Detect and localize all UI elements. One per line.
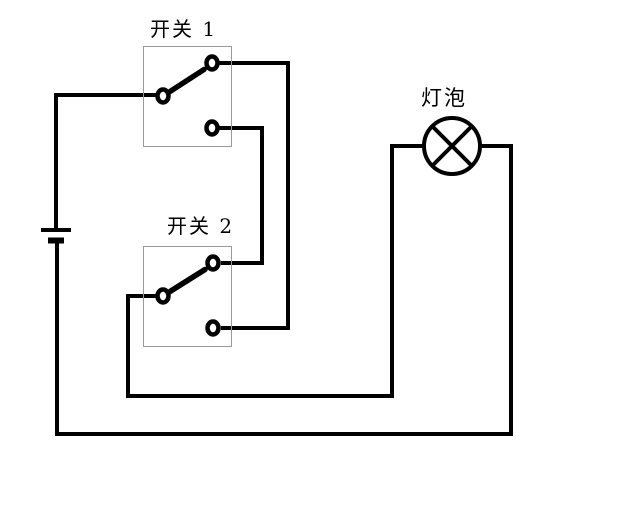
wire-switch1-lower-to-switch2-upper bbox=[219, 126, 264, 265]
switch-1-upper-terminal bbox=[204, 54, 220, 72]
battery-icon bbox=[41, 228, 71, 244]
bulb-label: 灯泡 bbox=[421, 86, 467, 110]
wire-bulb-right-to-battery-negative bbox=[55, 144, 513, 436]
switch-2-upper-terminal bbox=[205, 254, 221, 272]
switch-2-lever bbox=[167, 266, 208, 295]
bulb-cross-line-2 bbox=[430, 124, 474, 168]
switch-1-label: 开关 1 bbox=[150, 17, 217, 41]
switch-1-lever bbox=[167, 66, 207, 95]
switch-1-box bbox=[143, 46, 232, 147]
wire-switch2-common-to-bulb-left bbox=[126, 144, 424, 398]
switch-1-lower-terminal bbox=[204, 119, 220, 137]
bulb: 灯泡 bbox=[421, 86, 482, 176]
switch-1: 开关 1 bbox=[143, 17, 232, 147]
switch-1-common-terminal bbox=[155, 87, 171, 105]
wire-battery-positive-to-switch1-common bbox=[54, 93, 156, 230]
wires bbox=[54, 61, 513, 436]
switch-2-lower-terminal bbox=[205, 319, 221, 337]
switch-2-label: 开关 2 bbox=[167, 214, 234, 238]
switch-2: 开关 2 bbox=[143, 214, 234, 347]
wire-switch1-upper-to-switch2-lower bbox=[219, 61, 290, 330]
switch-2-box bbox=[143, 246, 232, 347]
switch-2-common-terminal bbox=[155, 287, 171, 305]
